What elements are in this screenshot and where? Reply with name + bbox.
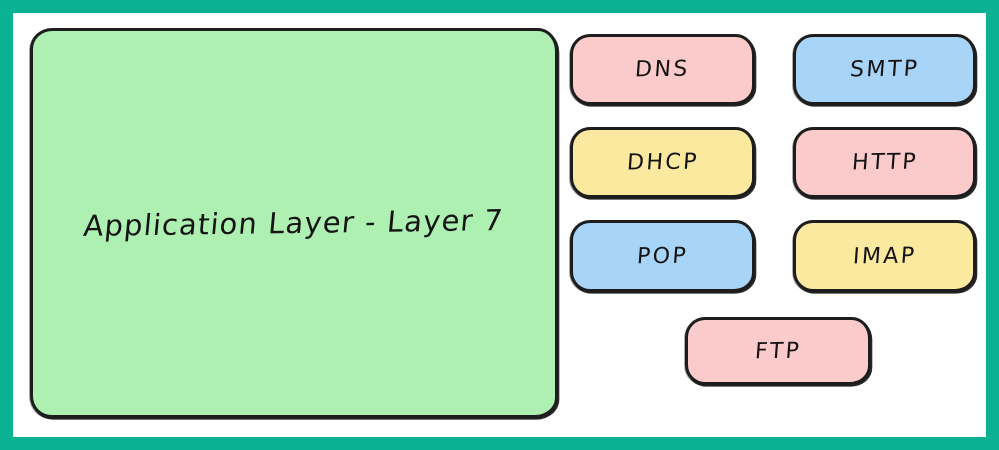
diagram-surface: Application Layer - Layer 7 DNS SMTP DHC…: [13, 13, 986, 437]
protocol-box-dhcp[interactable]: DHCP: [570, 127, 755, 198]
application-layer-box[interactable]: Application Layer - Layer 7: [30, 28, 558, 418]
application-layer-label: Application Layer - Layer 7: [82, 203, 506, 243]
protocol-box-http[interactable]: HTTP: [793, 127, 976, 198]
protocol-box-pop[interactable]: POP: [570, 220, 755, 292]
protocol-label-dns: DNS: [634, 56, 691, 83]
protocol-box-ftp[interactable]: FTP: [685, 317, 871, 385]
protocol-box-smtp[interactable]: SMTP: [793, 34, 976, 105]
protocol-label-dhcp: DHCP: [625, 149, 700, 176]
protocol-box-imap[interactable]: IMAP: [793, 220, 976, 292]
protocol-label-ftp: FTP: [753, 338, 803, 364]
protocol-label-http: HTTP: [850, 149, 919, 176]
protocol-label-pop: POP: [636, 243, 689, 269]
protocol-label-imap: IMAP: [851, 243, 918, 269]
protocol-label-smtp: SMTP: [848, 56, 921, 83]
protocol-box-dns[interactable]: DNS: [570, 34, 755, 105]
